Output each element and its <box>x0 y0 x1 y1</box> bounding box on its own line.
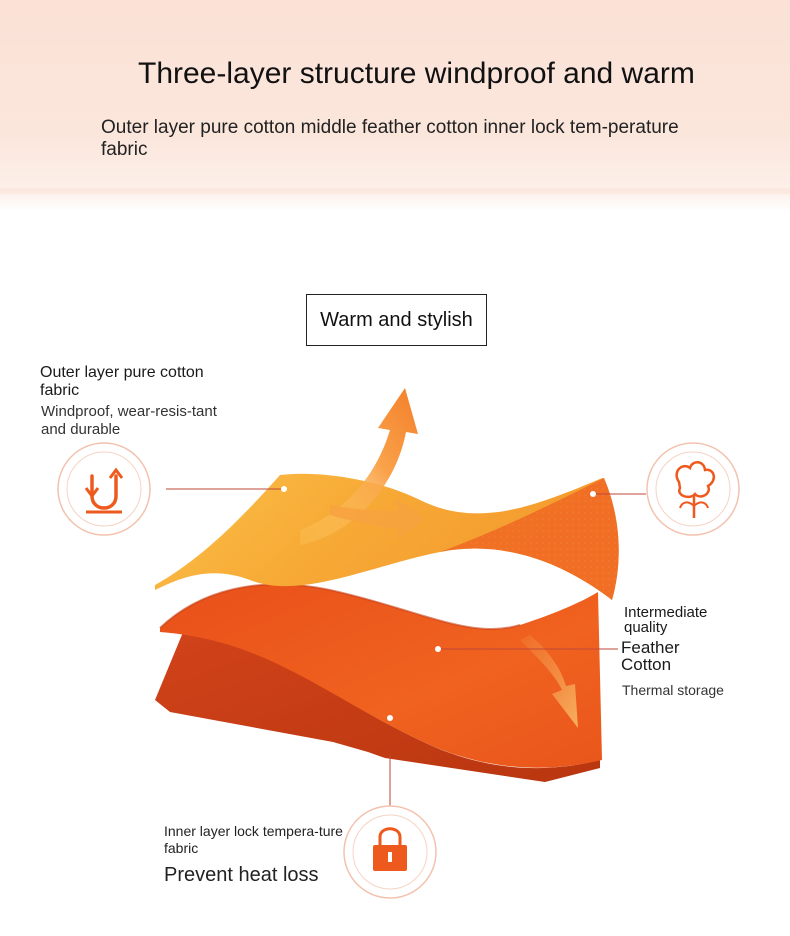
inner-layer-description: Prevent heat loss <box>164 864 319 886</box>
airflow-arrow <box>330 498 425 540</box>
heat-release-arrow <box>300 388 418 545</box>
banner-fade <box>0 188 790 212</box>
page-subtitle: Outer layer pure cotton middle feather c… <box>101 117 679 160</box>
page-title: Three-layer structure windproof and warm <box>138 57 695 90</box>
cotton-flower-icon <box>646 442 740 536</box>
lock-icon <box>343 805 437 899</box>
header-banner <box>0 0 790 194</box>
middle-fabric-layer <box>160 584 602 768</box>
outer-fabric-layer <box>155 473 619 600</box>
middle-layer-title: Feather Cotton <box>621 638 680 674</box>
middle-layer-quality: Intermediate quality <box>624 604 708 636</box>
outer-layer-title: Outer layer pure cotton fabric <box>40 364 204 399</box>
inner-fabric-layer <box>155 625 600 782</box>
outer-layer-description: Windproof, wear-resis-tant and durable <box>41 403 217 438</box>
heat-storage-arrow <box>520 635 578 728</box>
middle-layer-description: Thermal storage <box>622 682 724 698</box>
wind-shield-icon <box>57 442 151 536</box>
tagline-box: Warm and stylish <box>306 294 487 346</box>
inner-layer-title: Inner layer lock tempera-ture fabric <box>164 823 343 856</box>
